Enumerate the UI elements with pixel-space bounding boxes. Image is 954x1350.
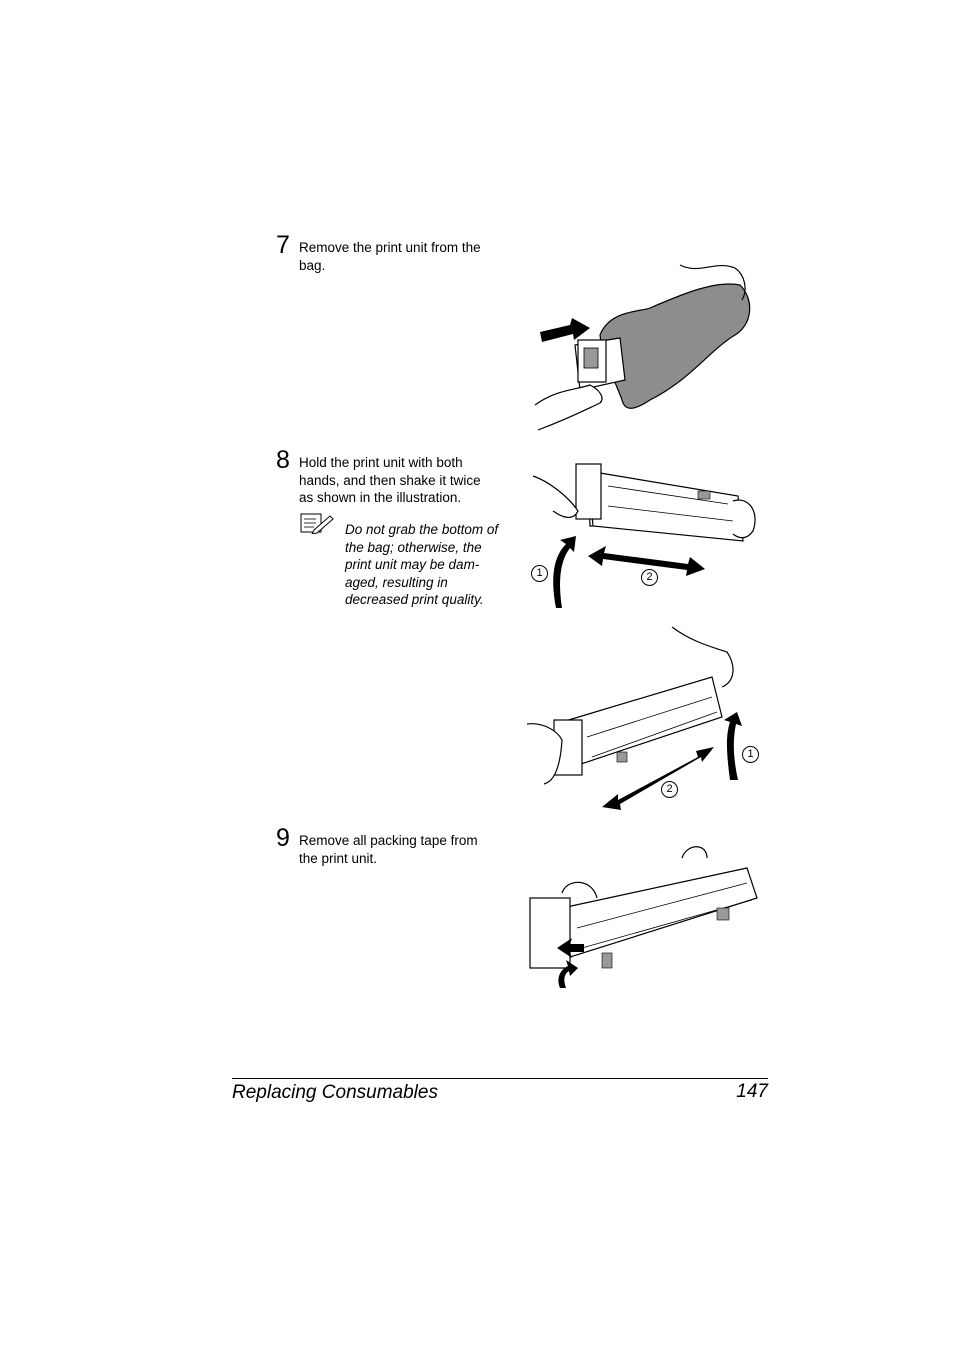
note-text: Do not grab the bottom of the bag; other… — [345, 522, 499, 607]
footer-page-number: 147 — [736, 1081, 768, 1102]
shake-unit-illustration-1 — [532, 463, 756, 608]
remove-tape-illustration — [529, 846, 758, 988]
step-9-number: 9 — [276, 824, 290, 852]
step-9-text: Remove all packing tape from the print u… — [299, 833, 478, 866]
step-7-text: Remove the print unit from the bag. — [299, 240, 481, 273]
note-pencil-icon — [300, 513, 334, 534]
footer-section-title: Replacing Consumables — [232, 1082, 438, 1103]
callout-2-a: 2 — [641, 569, 658, 586]
step-8-number: 8 — [276, 446, 290, 474]
callout-1-a: 1 — [531, 565, 548, 582]
callout-2-b: 2 — [661, 781, 678, 798]
remove-from-bag-illustration — [534, 264, 751, 431]
callout-1-b: 1 — [742, 746, 759, 763]
step-8-text: Hold the print unit with both hands, and… — [299, 455, 481, 505]
footer-rule — [232, 1078, 768, 1079]
shake-unit-illustration-2 — [526, 626, 742, 810]
step-7-number: 7 — [276, 231, 290, 259]
